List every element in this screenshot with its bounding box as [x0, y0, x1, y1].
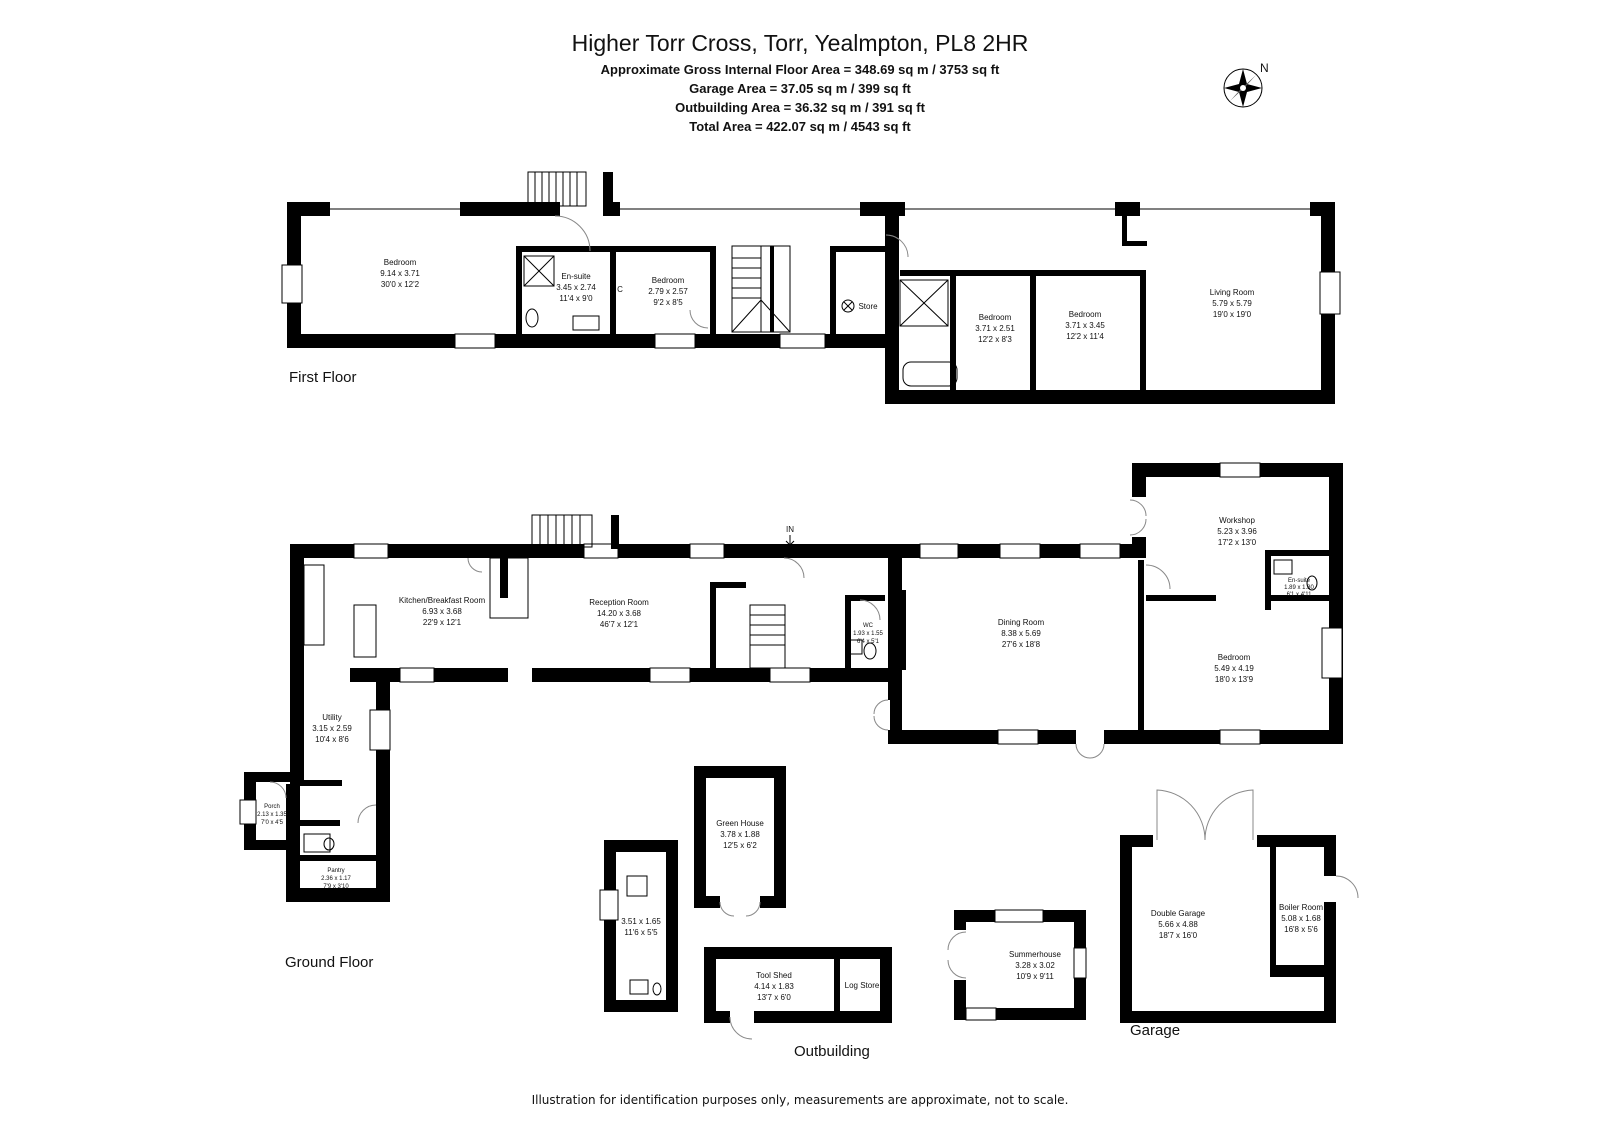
ob-small-metric: 3.51 x 1.65 [621, 917, 661, 926]
gf-ensuite-name: En-suite [1288, 578, 1311, 584]
gf-workshop-imperial: 17'2 x 13'0 [1218, 538, 1257, 547]
ff-cupboard-label: C [617, 285, 623, 294]
gar-double-name: Double Garage [1151, 909, 1206, 918]
gf-kitchen-name: Kitchen/Breakfast Room [399, 596, 486, 605]
outbuilding-area-text: Outbuilding Area = 36.32 sq m / 391 sq f… [675, 100, 925, 115]
gf-ensuite-metric: 1.89 x 1.80 [1284, 585, 1314, 591]
ff-bedroom1-metric: 9.14 x 3.71 [380, 269, 420, 278]
ob-summerhouse-name: Summerhouse [1009, 950, 1062, 959]
ob-summerhouse-imperial: 10'9 x 9'11 [1016, 972, 1054, 981]
ground-floor-label: Ground Floor [285, 954, 373, 971]
gf-utility-metric: 3.15 x 2.59 [312, 724, 352, 733]
ff-bedroom4-metric: 3.71 x 3.45 [1065, 321, 1105, 330]
total-area-text: Total Area = 422.07 sq m / 4543 sq ft [689, 119, 911, 134]
ob-summerhouse-metric: 3.28 x 3.02 [1015, 961, 1055, 970]
first-floor-plan: Bedroom 9.14 x 3.71 30'0 x 12'2 En-suite… [281, 171, 1341, 404]
ob-toolshed-imperial: 13'7 x 6'0 [757, 993, 791, 1002]
gf-kitchen-metric: 6.93 x 3.68 [422, 607, 462, 616]
ff-bedroom3-name: Bedroom [979, 313, 1012, 322]
ff-store-label: Store [858, 302, 878, 311]
gross-area-text: Approximate Gross Internal Floor Area = … [600, 62, 1000, 77]
disclaimer-text: Illustration for identification purposes… [531, 1093, 1069, 1107]
garage-plan: Double Garage 5.66 x 4.88 18'7 x 16'0 Bo… [1120, 789, 1359, 1039]
gf-porch-imperial: 7'0 x 4'5 [261, 820, 284, 826]
ff-ensuite-metric: 3.45 x 2.74 [556, 283, 596, 292]
gf-pantry-metric: 2.36 x 1.17 [321, 876, 351, 882]
gf-reception-metric: 14.20 x 3.68 [597, 609, 642, 618]
gar-boiler-imperial: 16'8 x 5'6 [1284, 925, 1318, 934]
ff-living-imperial: 19'0 x 19'0 [1213, 310, 1252, 319]
entrance-marker: IN [786, 525, 794, 534]
gf-workshop-metric: 5.23 x 3.96 [1217, 527, 1257, 536]
gar-double-metric: 5.66 x 4.88 [1158, 920, 1198, 929]
gf-dining-imperial: 27'6 x 18'8 [1002, 640, 1041, 649]
ff-ensuite-imperial: 11'4 x 9'0 [559, 294, 593, 303]
gf-porch-metric: 2.13 x 1.35 [257, 812, 287, 818]
ff-ensuite-name: En-suite [561, 272, 591, 281]
gar-boiler-metric: 5.08 x 1.68 [1281, 914, 1321, 923]
ff-bedroom1-name: Bedroom [384, 258, 417, 267]
compass-icon: N [1223, 61, 1269, 108]
gf-wc-metric: 1.93 x 1.55 [853, 631, 883, 637]
gf-porch-name: Porch [264, 804, 280, 810]
gf-workshop-name: Workshop [1219, 516, 1255, 525]
gf-reception-imperial: 46'7 x 12'1 [600, 620, 639, 629]
gf-wc-name: WC [863, 623, 874, 629]
ob-toolshed-name: Tool Shed [756, 971, 792, 980]
first-floor-label: First Floor [289, 369, 357, 386]
outbuildings-plan: Green House 3.78 x 1.88 12'5 x 6'2 3.51 … [599, 766, 1087, 1060]
gar-double-imperial: 18'7 x 16'0 [1159, 931, 1198, 940]
ff-bedroom2-imperial: 9'2 x 8'5 [653, 298, 683, 307]
ff-living-metric: 5.79 x 5.79 [1212, 299, 1252, 308]
outbuilding-label: Outbuilding [794, 1043, 870, 1060]
ob-small-imperial: 11'6 x 5'5 [624, 928, 658, 937]
garage-area-text: Garage Area = 37.05 sq m / 399 sq ft [689, 81, 911, 96]
gf-bedroom-metric: 5.49 x 4.19 [1214, 664, 1254, 673]
ff-bedroom3-imperial: 12'2 x 8'3 [978, 335, 1012, 344]
ob-logstore-name: Log Store [845, 981, 880, 990]
gf-bedroom-imperial: 18'0 x 13'9 [1215, 675, 1254, 684]
gar-boiler-name: Boiler Room [1279, 903, 1323, 912]
gf-utility-imperial: 10'4 x 8'6 [315, 735, 349, 744]
ff-bedroom1-imperial: 30'0 x 12'2 [381, 280, 420, 289]
gf-bedroom-name: Bedroom [1218, 653, 1251, 662]
gf-ensuite-imperial: 6'1 x 4'11 [1287, 592, 1313, 598]
ob-toolshed-metric: 4.14 x 1.83 [754, 982, 794, 991]
gf-dining-name: Dining Room [998, 618, 1045, 627]
ob-greenhouse-metric: 3.78 x 1.88 [720, 830, 760, 839]
plan-title: Higher Torr Cross, Torr, Yealmpton, PL8 … [571, 30, 1029, 56]
gf-reception-name: Reception Room [589, 598, 649, 607]
gf-pantry-name: Pantry [327, 868, 344, 874]
ff-bedroom2-metric: 2.79 x 2.57 [648, 287, 688, 296]
gf-utility-name: Utility [322, 713, 342, 722]
ff-bedroom4-imperial: 12'2 x 11'4 [1066, 332, 1104, 341]
gf-kitchen-imperial: 22'9 x 12'1 [423, 618, 462, 627]
ff-bedroom2-name: Bedroom [652, 276, 685, 285]
ff-living-name: Living Room [1210, 288, 1255, 297]
gf-pantry-imperial: 7'9 x 3'10 [323, 884, 349, 890]
garage-label: Garage [1130, 1022, 1180, 1039]
ff-bedroom3-metric: 3.71 x 2.51 [975, 324, 1015, 333]
gf-dining-metric: 8.38 x 5.69 [1001, 629, 1041, 638]
gf-wc-imperial: 6'4 x 5'1 [857, 639, 880, 645]
ff-bedroom4-name: Bedroom [1069, 310, 1102, 319]
ground-floor-plan: IN [239, 462, 1343, 971]
compass-north-label: N [1260, 61, 1269, 75]
ob-greenhouse-imperial: 12'5 x 6'2 [723, 841, 757, 850]
ob-greenhouse-name: Green House [716, 819, 764, 828]
